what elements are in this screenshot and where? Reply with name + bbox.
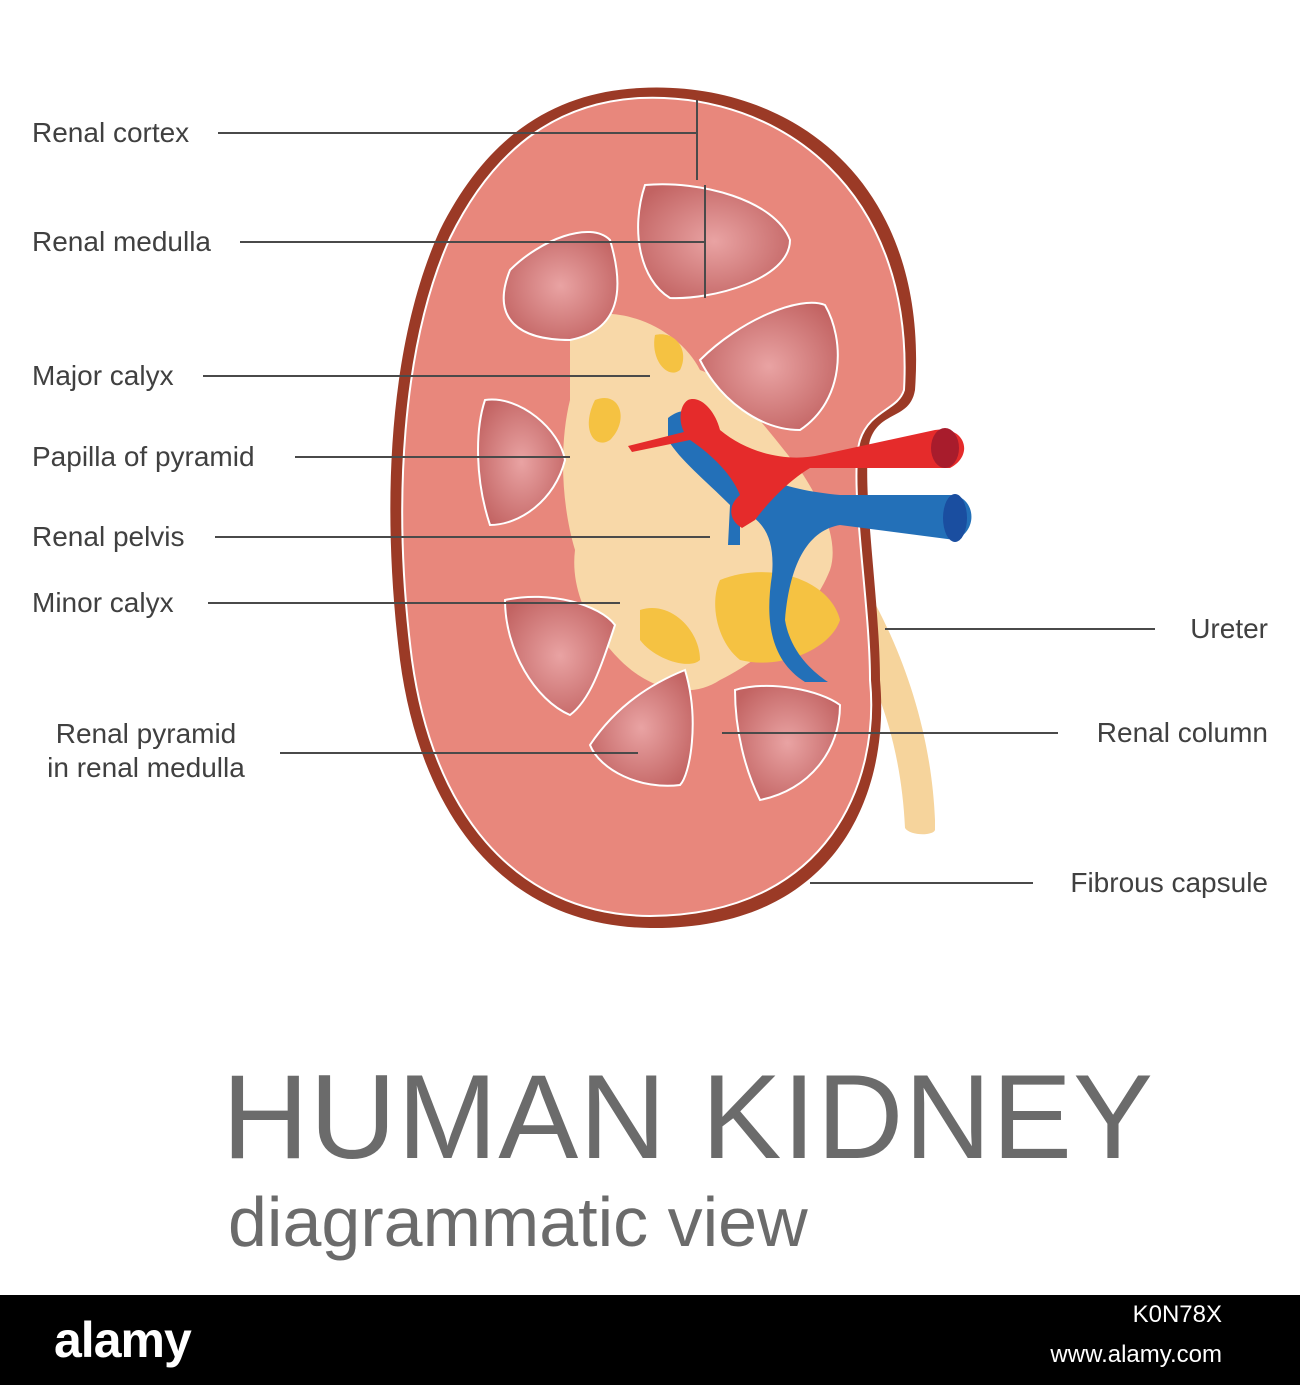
stock-url: www.alamy.com	[1050, 1341, 1222, 1368]
renal-pyramid-4	[477, 398, 567, 527]
diagram-title: HUMAN KIDNEY	[222, 1050, 1155, 1184]
label-renal-pelvis: Renal pelvis	[32, 521, 185, 552]
alamy-logo: alamy	[54, 1312, 192, 1368]
renal-pyramid-1	[637, 183, 792, 300]
label-major-calyx: Major calyx	[32, 360, 174, 391]
renal-pyramid-3	[698, 301, 839, 432]
label-papilla-of-pyramid: Papilla of pyramid	[32, 441, 255, 472]
kidney-diagram: Renal cortex Renal medulla Major calyx P…	[32, 87, 1268, 1261]
calyx-fat-upper	[588, 398, 621, 443]
label-renal-pyramid-line1: Renal pyramid	[55, 718, 237, 749]
renal-artery-opening	[931, 428, 959, 468]
renal-pyramid-5	[503, 595, 617, 717]
renal-artery	[628, 399, 965, 528]
label-renal-medulla: Renal medulla	[32, 226, 211, 257]
stock-image-id: K0N78X	[1132, 1301, 1222, 1328]
renal-pyramid-7	[733, 684, 842, 802]
kidney-illustration	[203, 87, 1155, 929]
label-minor-calyx: Minor calyx	[32, 587, 174, 618]
diagram-subtitle: diagrammatic view	[228, 1183, 808, 1261]
label-renal-pyramid: Renal pyramid in renal medulla	[32, 717, 260, 785]
leader-lines	[203, 100, 1155, 884]
calyx-fat-mid	[654, 334, 684, 373]
label-renal-column: Renal column	[1096, 717, 1268, 748]
stock-footer: alamy K0N78X www.alamy.com	[0, 1295, 1300, 1385]
renal-pyramid-2	[502, 231, 619, 342]
calyx-fat-bottom	[640, 608, 700, 664]
renal-pyramid-6	[588, 668, 694, 787]
label-ureter: Ureter	[1190, 613, 1268, 644]
renal-vein-opening	[943, 494, 967, 542]
label-renal-cortex: Renal cortex	[32, 117, 190, 148]
label-renal-pyramid-line2: in renal medulla	[47, 752, 245, 783]
label-fibrous-capsule: Fibrous capsule	[1070, 867, 1268, 898]
